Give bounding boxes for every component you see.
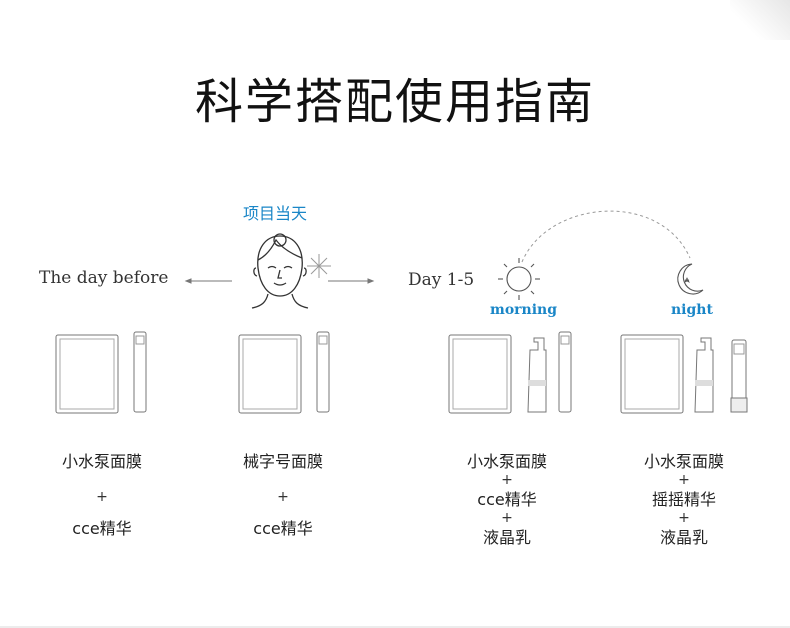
column-4-line-1: 小水泵面膜 [643, 452, 724, 471]
sun-icon [498, 258, 540, 300]
column-1-line-1: 小水泵面膜 [61, 452, 142, 471]
column-4-plus-1: + [678, 472, 690, 488]
column-2-line-1: 械字号面膜 [242, 452, 323, 471]
day-1-5-label: Day 1-5 [408, 270, 475, 290]
night-label: night [671, 302, 713, 318]
column-project-day: 械字号面膜 + cce精华 [233, 452, 333, 538]
column-3-line-1: 小水泵面膜 [466, 452, 547, 471]
day-before-label: The day before [39, 268, 169, 288]
face-icon [251, 233, 309, 309]
serum-tube-2 [316, 331, 330, 413]
page-title: 科学搭配使用指南 [194, 74, 595, 130]
column-1-plus-1: + [96, 489, 108, 505]
column-day-before: 小水泵面膜 + cce精华 [52, 452, 152, 538]
column-3-line-2: cce精华 [477, 490, 537, 509]
column-3-plus-2: + [501, 510, 513, 526]
column-morning: 小水泵面膜 + cce精华 + 液晶乳 [457, 452, 557, 547]
column-3-plus-1: + [501, 472, 513, 488]
column-3-line-3: 液晶乳 [482, 528, 531, 547]
lotion-pump-4 [694, 337, 714, 413]
arrow-right [328, 278, 375, 284]
column-4-plus-2: + [678, 510, 690, 526]
column-1-line-2: cce精华 [72, 519, 132, 538]
mask-pack-1 [55, 334, 119, 414]
mask-pack-2 [238, 334, 302, 414]
mask-pack-4 [620, 334, 684, 414]
moon-icon [677, 263, 704, 295]
dashed-arc [521, 210, 691, 263]
mask-pack-3 [448, 334, 512, 414]
shake-serum-bottle-4 [730, 339, 748, 413]
column-2-plus-1: + [277, 489, 289, 505]
project-day-label: 项目当天 [243, 204, 308, 223]
column-night: 小水泵面膜 + 摇摇精华 + 液晶乳 [634, 452, 734, 547]
serum-tube-3 [558, 331, 572, 413]
column-2-line-2: cce精华 [253, 519, 313, 538]
serum-tube-1 [133, 331, 147, 413]
footer-divider [0, 626, 790, 628]
column-4-line-3: 液晶乳 [659, 528, 708, 547]
corner-shade [730, 0, 790, 40]
column-4-line-2: 摇摇精华 [651, 490, 716, 509]
morning-label: morning [490, 302, 557, 318]
sparkle-icon [307, 254, 331, 278]
lotion-pump-3 [527, 337, 547, 413]
arrow-left [184, 278, 232, 284]
